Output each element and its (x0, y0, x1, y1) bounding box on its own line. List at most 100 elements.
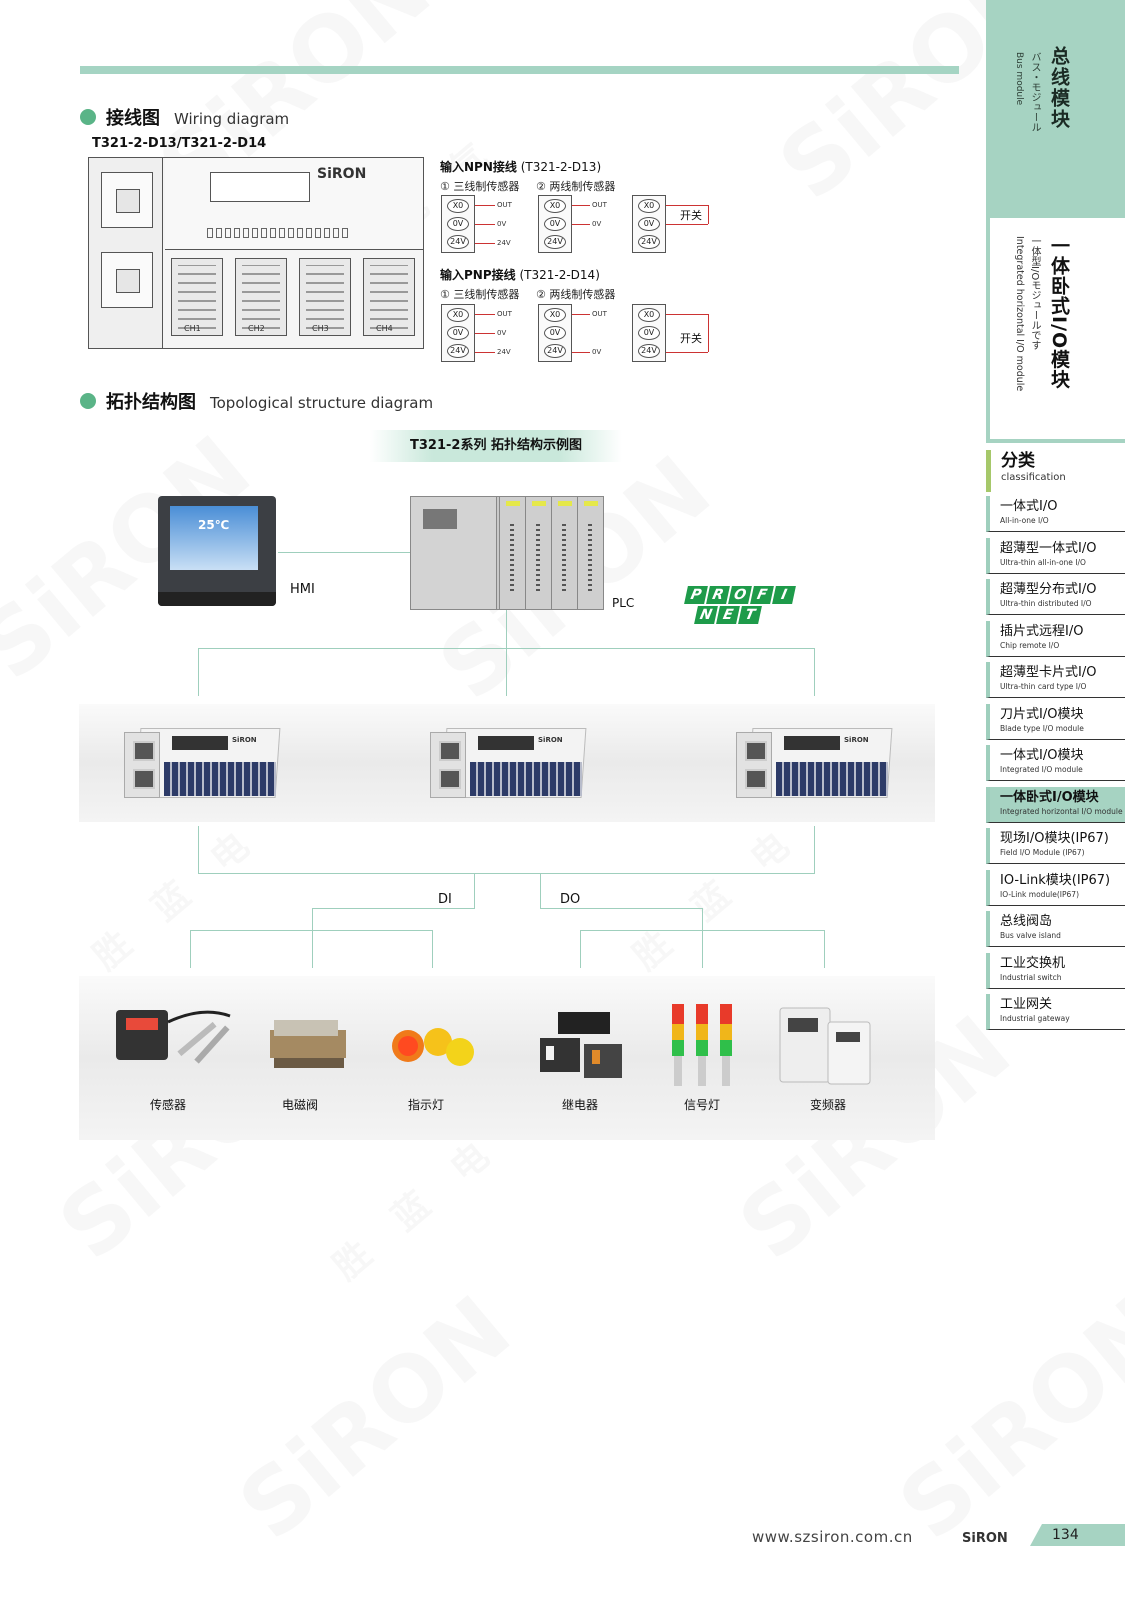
io-module: SiRON (124, 722, 281, 804)
sensor-icon (116, 1010, 231, 1064)
terminal-24v: 24V (447, 344, 469, 358)
terminal-x0: X0 (544, 199, 566, 213)
sidebar-item-label: 现场I/O模块(IP67) (1000, 831, 1109, 846)
sidebar-item[interactable]: 现场I/O模块(IP67)Field I/O Module (IP67) (986, 828, 1125, 864)
connector-line (814, 826, 815, 874)
inverter-icon (779, 1007, 871, 1085)
wire-line (572, 224, 590, 225)
wire-label: 0V (497, 329, 507, 337)
connector-line (198, 648, 814, 649)
pnp-title-model: (T321-2-D14) (519, 268, 600, 282)
profinet-letter: T (738, 606, 762, 624)
terminal-block: CH3 (299, 258, 351, 336)
device-label: 指示灯 (407, 1098, 444, 1112)
sidebar-item-label: 超薄型一体式I/O (1000, 540, 1097, 556)
wire-line (475, 314, 495, 315)
plc-slot (551, 497, 577, 609)
profinet-letter: R (706, 586, 730, 604)
sidebar-item-label: IO-Link模块(IP67) (1000, 872, 1111, 888)
wiring-heading-zh: 接线图 (106, 108, 160, 129)
sidebar-item-sublabel: Chip remote I/O (1000, 640, 1060, 650)
terminal-block: CH4 (363, 258, 415, 336)
topology-heading-en: Topological structure diagram (210, 394, 434, 412)
device-label: 电磁阀 (281, 1098, 318, 1112)
terminal-0v: 0V (638, 217, 660, 231)
io-brand: SiRON (232, 736, 257, 744)
sidebar-item-sublabel: All-in-one I/O (1000, 516, 1049, 525)
sidebar-item-sublabel: Integrated horizontal I/O module (1000, 806, 1123, 816)
profinet-letter: P (684, 586, 708, 604)
wire-line (666, 314, 708, 315)
npn-title-zh: 输入NPN接线 (440, 160, 517, 174)
terminal-24v: 24V (544, 235, 566, 249)
pnp-title: 输入PNP接线 (T321-2-D14) (440, 266, 600, 283)
classification-subtitle: classification (1001, 472, 1066, 483)
profinet-letter: F (750, 586, 774, 604)
io-brand: SiRON (538, 736, 563, 744)
sidebar-item-sublabel: Integrated I/O module (1000, 765, 1083, 774)
sidebar-item-label: 一体式I/O (1000, 499, 1058, 514)
profinet-letter: O (728, 586, 752, 604)
hmi-temp: 25℃ (198, 518, 230, 532)
terminal-x0: X0 (544, 308, 566, 322)
wire-label: 24V (497, 348, 511, 356)
sidebar-item-label: 刀片式I/O模块 (1000, 706, 1084, 722)
wire-line (475, 224, 495, 225)
module-display-area: SiRON (165, 158, 423, 250)
page-number: 134 (1030, 1524, 1125, 1546)
channel-label: CH1 (184, 324, 201, 333)
channel-label: CH3 (312, 324, 329, 333)
sidebar-item-label: 总线阀岛 (1000, 914, 1053, 929)
solenoid-valve-icon (270, 1020, 346, 1068)
connector-line (580, 930, 581, 968)
footer-url[interactable]: www.szsiron.com.cn (752, 1528, 913, 1546)
connector-line (702, 930, 703, 968)
terminal-diagram: X0 0V 24V (632, 195, 666, 253)
sidebar-item[interactable]: IO-Link模块(IP67)IO-Link module(IP67) (986, 869, 1125, 906)
device-label: 传感器 (149, 1098, 186, 1112)
top-rule (80, 66, 959, 74)
terminal-24v: 24V (544, 344, 566, 358)
sidebar-item-sublabel: Industrial gateway (1000, 1014, 1070, 1023)
connector-line (506, 610, 507, 696)
bullet-dot-icon (80, 109, 96, 125)
npn-title-model: (T321-2-D13) (520, 160, 602, 174)
wire-label: OUT (592, 201, 607, 209)
signal-tower-icon (672, 1004, 732, 1086)
plc-slot (577, 497, 603, 609)
npn-title: 输入NPN接线 (T321-2-D13) (440, 158, 601, 175)
pnp-three-wire-label: ① 三线制传感器 (440, 288, 520, 301)
connector-line (198, 648, 199, 696)
terminal-0v: 0V (447, 326, 469, 340)
connector-line (198, 826, 199, 874)
connector-line (540, 908, 702, 909)
wiring-heading: 接线图 Wiring diagram (80, 104, 289, 130)
wire-line (572, 352, 590, 353)
terminal-block: CH2 (235, 258, 287, 336)
module-lcd (210, 172, 310, 202)
ethernet-port-icon (101, 252, 153, 308)
channel-label: CH2 (248, 324, 265, 333)
terminal-x0: X0 (447, 308, 469, 322)
io-brand: SiRON (844, 736, 869, 744)
sidebar-item[interactable]: 一体式I/O All-in-one I/O (986, 496, 1125, 532)
sidebar-item-label: 超薄型卡片式I/O (1000, 665, 1097, 680)
wire-line (666, 352, 708, 353)
terminal-0v: 0V (447, 217, 469, 231)
sidebar-item-sublabel: Blade type I/O module (1000, 723, 1084, 733)
sidebar-item-sublabel: Ultra-thin distributed I/O (1000, 599, 1092, 608)
terminal-block: CH1 (171, 258, 223, 336)
module-port-panel (89, 158, 163, 348)
sidebar-page-en: Integrated horizontal I/O module (1014, 236, 1025, 392)
